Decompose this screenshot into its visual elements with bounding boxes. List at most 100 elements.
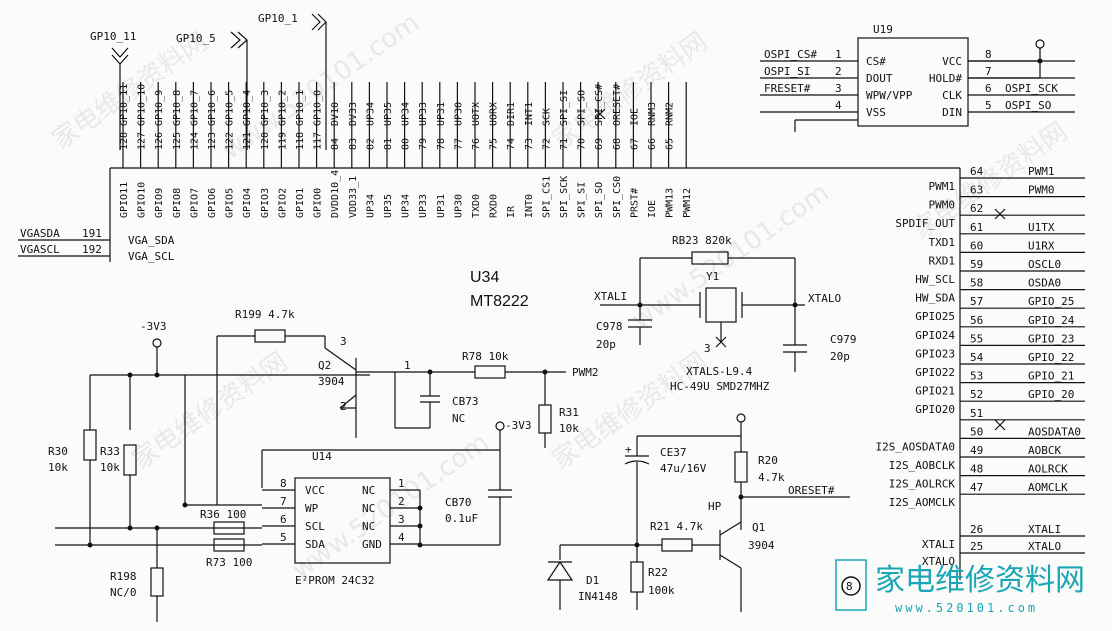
pin-number: 72 [541, 138, 552, 150]
pin-signal: IOE [647, 200, 658, 218]
pin-number: 125 [172, 132, 183, 150]
right-pin-number: 58 [970, 277, 983, 290]
pin-net: UP35 [383, 102, 394, 126]
pin-number: 68 [612, 138, 623, 150]
resistor-r198 [150, 567, 164, 597]
flash-pin-name: CLK [942, 89, 962, 102]
r20-ref: R20 [758, 454, 778, 467]
pin-net: UP30 [453, 102, 464, 126]
right-net: GPIO_23 [1028, 332, 1074, 345]
right-net: PWM1 [1028, 165, 1055, 178]
pin-number: 120 [260, 132, 271, 150]
c979-val: 20p [830, 350, 850, 363]
pin-number: 66 [647, 138, 658, 150]
oreset-label: ORESET# [788, 484, 835, 497]
r33-ref: R33 [100, 445, 120, 458]
pin-number: 67 [629, 138, 640, 150]
right-pin-number: 62 [970, 202, 983, 215]
d1-ref: D1 [586, 574, 599, 587]
pin-signal: GPIO5 [225, 188, 236, 218]
q1-ref: Q1 [752, 521, 765, 534]
pin-net: UORX [489, 102, 500, 126]
resistor-r30 [83, 429, 97, 461]
y1-label: Y1 [706, 270, 719, 283]
cb70-val: 0.1uF [445, 512, 478, 525]
pin-net: ORESET# [612, 84, 623, 126]
eeprom-pin-number: 6 [280, 513, 287, 526]
right-pin-signal: GPIO22 [915, 366, 955, 379]
pin-label: 2 [340, 400, 347, 413]
r31-ref: R31 [559, 406, 579, 419]
crystal-y1 [705, 287, 737, 323]
left-pin-signal: VGA_SDA [128, 234, 175, 247]
right-net: GPIO_20 [1028, 388, 1074, 401]
pin-number: 65 [665, 138, 676, 150]
right-pin-signal: I2S_AOSDATA0 [876, 440, 955, 453]
right-net: U1TX [1028, 221, 1055, 234]
right-net: AOLRCK [1028, 463, 1068, 476]
pin-net: DV10 [330, 102, 341, 126]
xtal-part: HC-49U SMD27MHZ [670, 380, 770, 393]
eeprom-part: E²PROM 24C32 [295, 574, 374, 587]
right-pin-number: 26 [970, 523, 983, 536]
pin-signal: GPIO8 [172, 188, 183, 218]
flash-pin-number: 8 [985, 48, 992, 61]
no-connect-mark [994, 208, 1006, 220]
right-pin-number: 64 [970, 165, 984, 178]
eeprom-pin-number: 2 [398, 495, 405, 508]
pin-number: 69 [594, 138, 605, 150]
right-pin-signal: PWM1 [929, 180, 956, 193]
eeprom-pin-name: VCC [305, 484, 325, 497]
flash-pin-number: 2 [835, 65, 842, 78]
xtalo-label: XTALO [808, 292, 841, 305]
pin-net: GP10_6 [207, 90, 218, 126]
eeprom-pin-number: 8 [280, 477, 287, 490]
flash-pin-number: 6 [985, 82, 992, 95]
pin-net: SPI_SO [577, 90, 588, 126]
cb73-ref: CB73 [452, 395, 479, 408]
right-net: XTALI [1028, 523, 1061, 536]
resistor-r36 [213, 521, 245, 535]
cb73-val: NC [452, 412, 465, 425]
pin-signal: TXD0 [471, 194, 482, 218]
pin-number: 118 [295, 132, 306, 150]
pin-net: DV33 [348, 102, 359, 126]
right-pin-signal: GPIO20 [915, 403, 955, 416]
r31-val: 10k [559, 422, 579, 435]
pin-signal: UP33 [418, 194, 429, 218]
eeprom-pin-name: GND [362, 538, 382, 551]
right-pin-signal: RXD1 [929, 254, 956, 267]
r199-label: R199 4.7k [235, 308, 295, 321]
right-net: U1RX [1028, 239, 1055, 252]
pin-signal: GPIO1 [295, 188, 306, 218]
rb23-label: RB23 820k [672, 234, 732, 247]
right-net: GPIO_25 [1028, 295, 1074, 308]
left-net: VGASDA [20, 227, 60, 240]
xtali-label: XTALI [594, 290, 627, 303]
eeprom-pin-name: SDA [305, 538, 325, 551]
pin-net: GP10_7 [189, 90, 200, 126]
pin-number: 71 [559, 138, 570, 150]
pin-signal: GPIO7 [189, 188, 200, 218]
right-pin-number: 47 [970, 481, 983, 494]
pin-signal: GPIO9 [154, 188, 165, 218]
pin-signal: GPIO3 [260, 188, 271, 218]
chip-part: MT8222 [470, 293, 529, 310]
pin-net: UP33 [418, 102, 429, 126]
pin-number: 122 [225, 132, 236, 150]
pin-signal: PRST# [629, 188, 640, 218]
pin-signal: SPI_SO [594, 182, 605, 218]
eeprom-pin-number: 4 [398, 531, 405, 544]
right-pin-signal: HW_SCL [915, 273, 955, 286]
pin-signal: UP34 [365, 194, 376, 218]
u34-body: U34 MT8222 [110, 167, 961, 580]
right-pin-signal: PWM0 [929, 199, 956, 212]
right-net: GPIO_22 [1028, 351, 1074, 364]
watermark-text: 家电维修资料网 [127, 347, 293, 476]
right-net: AOSDATA0 [1028, 425, 1081, 438]
resistor-r31 [538, 404, 552, 434]
flash-pin-name: WPW/VPP [866, 89, 913, 102]
eeprom-ref: U14 [312, 450, 332, 463]
right-pin-signal: XTALO [922, 555, 955, 568]
